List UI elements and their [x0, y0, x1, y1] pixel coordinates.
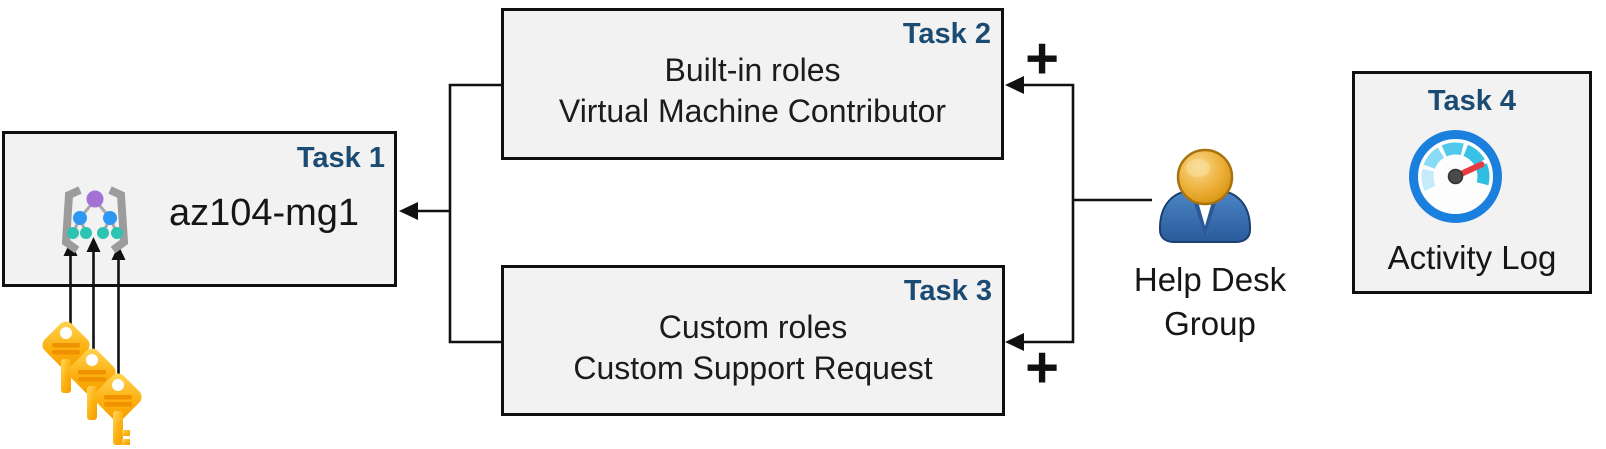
key-icon-middle: [68, 348, 116, 420]
plus-icon-task2: +: [1025, 26, 1059, 91]
arrowhead-to-task3: [1005, 333, 1024, 351]
nodes-teal: [67, 227, 123, 239]
management-group-name: az104-mg1: [168, 192, 360, 234]
user-head-shine: [1186, 159, 1210, 177]
task3-line1: Custom roles: [658, 308, 848, 345]
task3-line2: Custom Support Request: [573, 349, 933, 386]
task3-text: Custom roles Custom Support Request: [504, 268, 1002, 413]
gauge-hub: [1447, 168, 1464, 185]
task4-label: Task 4: [1427, 85, 1517, 117]
user-head: [1176, 148, 1234, 206]
node-blue-right: [103, 211, 117, 225]
arrowhead-to-task2: [1005, 76, 1024, 94]
activity-log-caption: Activity Log: [1387, 239, 1557, 276]
task3-box: Task 3 Custom roles Custom Support Reque…: [501, 265, 1005, 416]
key-icon-front: [94, 373, 142, 445]
node-purple: [86, 190, 104, 208]
management-group-icon: [61, 186, 129, 254]
task2-line2: Virtual Machine Contributor: [558, 93, 947, 129]
plus-icon-task3: +: [1025, 335, 1059, 400]
gauge-icon: [1409, 130, 1502, 223]
keys-icon: [42, 321, 142, 445]
user-icon: [1159, 148, 1251, 243]
roles-bracket-connector: [406, 83, 501, 344]
task3-label: Task 3: [903, 275, 992, 307]
bracket-shapes: [61, 186, 129, 254]
task4-box: Task 4 Activity Log: [1352, 71, 1592, 294]
task2-line1: Built-in roles: [664, 52, 841, 88]
key-icon-back: [42, 321, 90, 393]
node-blue-left: [73, 211, 87, 225]
arrowhead-to-task1: [399, 202, 418, 220]
task2-label: Task 2: [902, 18, 991, 50]
task2-text: Built-in roles Virtual Machine Contribut…: [504, 11, 1001, 157]
gauge-segments: [1421, 142, 1490, 191]
task2-box: Task 2 Built-in roles Virtual Machine Co…: [501, 8, 1004, 160]
task1-label: Task 1: [296, 142, 385, 174]
help-desk-group-label: Help Desk Group: [1133, 261, 1287, 342]
